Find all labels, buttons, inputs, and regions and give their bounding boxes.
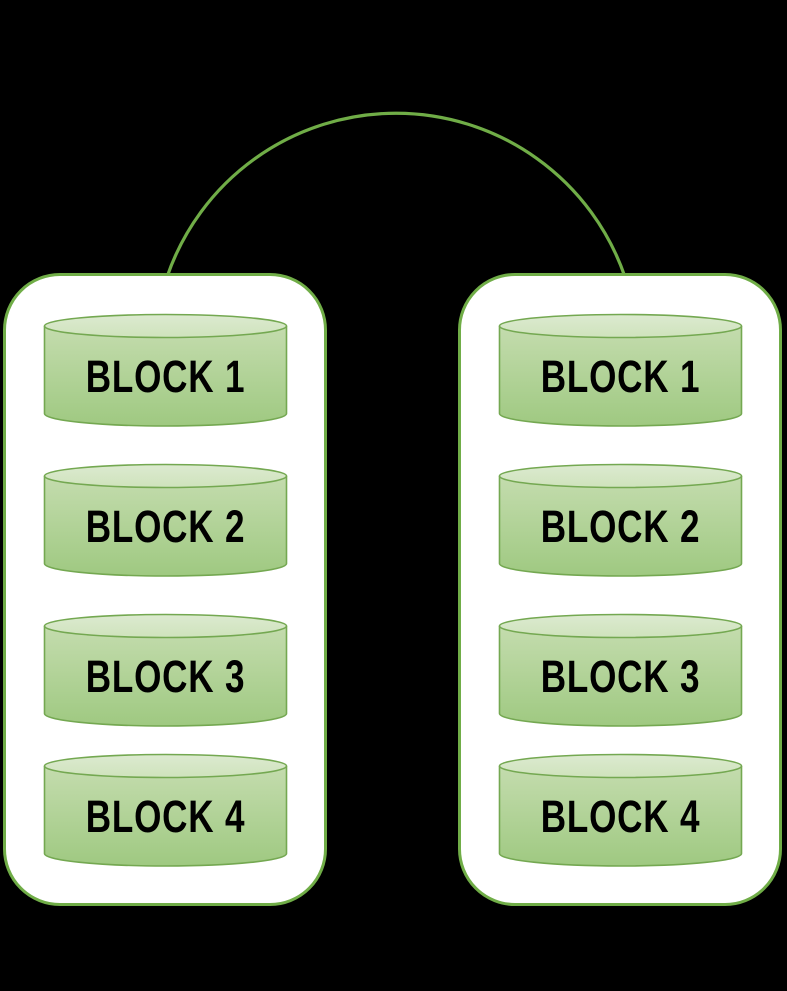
block-label: BLOCK 3 (85, 650, 246, 702)
right-block-2-cylinder: BLOCK 2 (498, 463, 743, 577)
left-block-2-cylinder: BLOCK 2 (43, 463, 288, 577)
database-cylinder-icon (498, 463, 743, 577)
right-block-container: BLOCK 1 BLOCK 2 BLOCK 3 BLOCK (458, 273, 782, 906)
block-label: BLOCK 4 (540, 790, 701, 842)
arc-connector-path (165, 111, 627, 278)
left-block-1-cylinder: BLOCK 1 (43, 313, 288, 427)
left-block-4-cylinder: BLOCK 4 (43, 753, 288, 867)
block-label: BLOCK 2 (540, 500, 701, 552)
database-cylinder-icon (43, 613, 288, 727)
block-label: BLOCK 4 (85, 790, 246, 842)
right-block-4-cylinder: BLOCK 4 (498, 753, 743, 867)
database-cylinder-icon (498, 613, 743, 727)
block-label: BLOCK 1 (85, 350, 246, 402)
database-cylinder-icon (43, 313, 288, 427)
database-cylinder-icon (43, 463, 288, 577)
right-block-3-cylinder: BLOCK 3 (498, 613, 743, 727)
block-label: BLOCK 2 (85, 500, 246, 552)
database-cylinder-icon (43, 753, 288, 867)
left-block-3-cylinder: BLOCK 3 (43, 613, 288, 727)
right-block-1-cylinder: BLOCK 1 (498, 313, 743, 427)
database-cylinder-icon (498, 313, 743, 427)
block-label: BLOCK 3 (540, 650, 701, 702)
block-label: BLOCK 1 (540, 350, 701, 402)
left-block-container: BLOCK 1 BLOCK 2 BLOCK 3 BLOCK (3, 273, 327, 906)
database-cylinder-icon (498, 753, 743, 867)
